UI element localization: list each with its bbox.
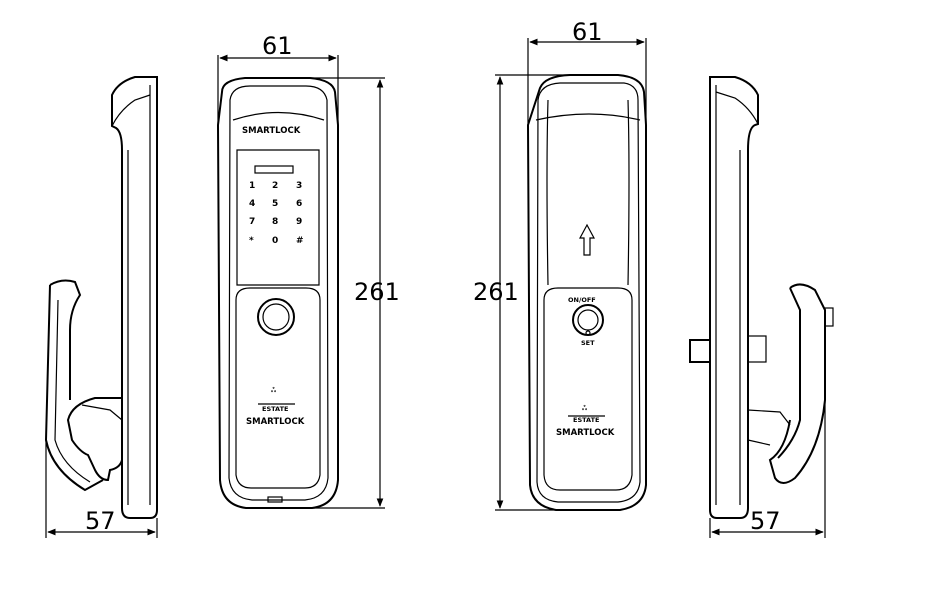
right-depth-label: 57	[750, 507, 781, 535]
back-brand-bottom: SMARTLOCK	[556, 428, 615, 438]
key-star: *	[249, 236, 254, 246]
key-8: 8	[272, 217, 278, 227]
back-width-label: 61	[572, 18, 603, 46]
back-height-label: 261	[473, 278, 519, 306]
front-view: SMARTLOCK 1 2 3 4 5 6 7 8 9 * 0 # ஃ ESTA…	[216, 32, 400, 509]
left-depth-label: 57	[85, 507, 116, 535]
front-width-label: 61	[262, 32, 293, 60]
key-0: 0	[272, 236, 278, 246]
left-side-view: 57	[44, 76, 158, 538]
key-5: 5	[272, 199, 278, 209]
key-9: 9	[296, 217, 302, 227]
right-side-view: 57	[689, 76, 834, 538]
key-2: 2	[272, 181, 278, 191]
front-height-label: 261	[354, 278, 400, 306]
key-4: 4	[249, 199, 255, 209]
key-6: 6	[296, 199, 302, 209]
back-brand-sub: ESTATE	[573, 416, 599, 424]
front-brand-bottom: SMARTLOCK	[246, 417, 305, 427]
back-onoff-label: ON/OFF	[568, 296, 596, 304]
front-logo-small: ஃ	[271, 386, 277, 394]
front-brand-sub: ESTATE	[262, 405, 288, 413]
key-hash: #	[296, 236, 304, 246]
key-1: 1	[249, 181, 255, 191]
front-brand-top: SMARTLOCK	[242, 126, 301, 136]
back-view: ON/OFF SET ஃ ESTATE SMARTLOCK 61 261	[473, 18, 647, 511]
back-logo-small: ஃ	[582, 404, 588, 412]
key-7: 7	[249, 217, 255, 227]
back-set-label: SET	[581, 339, 595, 347]
key-3: 3	[296, 181, 302, 191]
